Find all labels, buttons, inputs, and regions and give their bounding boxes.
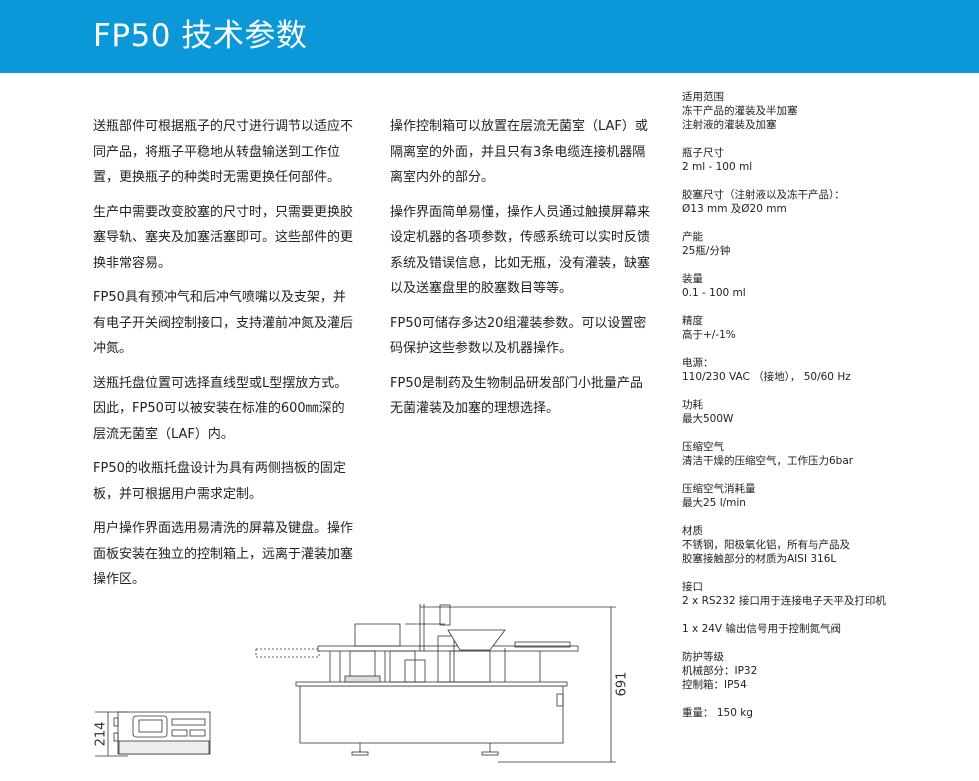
spec-label: 精度 bbox=[682, 315, 703, 327]
spec-item: 瓶子尺寸 2 ml - 100 ml bbox=[682, 146, 979, 174]
spec-value: 1 x 24V 输出信号用于控制氮气阀 bbox=[682, 623, 841, 635]
spec-value: 最大25 l/min bbox=[682, 497, 746, 509]
spec-label: 压缩空气消耗量 bbox=[682, 483, 756, 495]
page-title: FP50 技术参数 bbox=[93, 18, 308, 54]
spec-value: 高于+/-1% bbox=[682, 329, 736, 341]
spec-value: 机械部分：IP32 bbox=[682, 665, 758, 677]
spec-label: 瓶子尺寸 bbox=[682, 147, 724, 159]
spec-value: 110/230 VAC （接地）， 50/60 Hz bbox=[682, 371, 851, 383]
spec-value: 2 x RS232 接口用于连接电子天平及打印机 bbox=[682, 595, 886, 607]
spec-label: 适用范围 bbox=[682, 91, 724, 103]
description-column-2: 操作控制箱可以放置在层流无菌室（LAF）或隔离室的外面，并且只有3条电缆连接机器… bbox=[390, 114, 652, 431]
spec-value: Ø13 mm 及Ø20 mm bbox=[682, 203, 787, 215]
header-bar: FP50 技术参数 bbox=[0, 0, 979, 73]
spec-item: 功耗最大500W bbox=[682, 398, 979, 426]
paragraph: 操作界面简单易懂，操作人员通过触摸屏幕来设定机器的各项参数，传感系统可以实时反馈… bbox=[390, 204, 651, 297]
spec-item: 产能 25瓶/分钟 bbox=[682, 230, 979, 258]
spec-label: 材质 bbox=[682, 525, 703, 537]
spec-value: 胶塞接触部分的材质为AISI 316L bbox=[682, 553, 837, 565]
spec-value: 不锈钢，阳极氧化铝，所有与产品及 bbox=[682, 539, 850, 551]
spec-label: 接口 bbox=[682, 581, 703, 593]
spec-value: 2 ml - 100 ml bbox=[682, 161, 753, 173]
spec-value: 25瓶/分钟 bbox=[682, 245, 731, 257]
paragraph: 送瓶托盘位置可选择直线型或L型摆放方式。因此，FP50可以被安装在标准的600㎜… bbox=[93, 375, 348, 442]
filling-machine-drawing bbox=[255, 604, 616, 763]
spec-list: 适用范围冻干产品的灌装及半加塞注射液的灌装及加塞瓶子尺寸 2 ml - 100 m… bbox=[682, 90, 979, 734]
spec-item: 适用范围冻干产品的灌装及半加塞注射液的灌装及加塞 bbox=[682, 90, 979, 132]
description-column-1: 送瓶部件可根据瓶子的尺寸进行调节以适应不同产品，将瓶子平稳地从转盘输送到工作位置… bbox=[93, 114, 355, 602]
spec-label: 装量 bbox=[682, 273, 703, 285]
spec-item: 重量： 150 kg bbox=[682, 706, 979, 720]
paragraph: 送瓶部件可根据瓶子的尺寸进行调节以适应不同产品，将瓶子平稳地从转盘输送到工作位置… bbox=[93, 119, 354, 185]
paragraph: FP50可储存多达20组灌装参数。可以设置密码保护这些参数以及机器操作。 bbox=[390, 315, 647, 357]
spec-item: 精度高于+/-1% bbox=[682, 314, 979, 342]
paragraph: FP50的收瓶托盘设计为具有两侧挡板的固定板，并可根据用户需求定制。 bbox=[93, 461, 346, 502]
control-box-drawing bbox=[95, 711, 211, 757]
paragraph: 用户操作界面选用易清洗的屏幕及键盘。操作面板安装在独立的控制箱上，远离于灌装加塞… bbox=[93, 521, 354, 587]
paragraph: 操作控制箱可以放置在层流无菌室（LAF）或隔离室的外面，并且只有3条电缆连接机器… bbox=[390, 119, 648, 185]
spec-label: 压缩空气 bbox=[682, 441, 724, 453]
paragraph: FP50是制药及生物制品研发部门小批量产品无菌灌装及加塞的理想选择。 bbox=[390, 375, 643, 417]
spec-item: 接口 2 x RS232 接口用于连接电子天平及打印机 bbox=[682, 580, 979, 608]
spec-item: 防护等级机械部分：IP32 控制箱：IP54 bbox=[682, 650, 979, 692]
spec-value: 冻干产品的灌装及半加塞 bbox=[682, 105, 798, 117]
spec-value: 最大500W bbox=[682, 413, 734, 425]
spec-item: 装量 0.1 - 100 ml bbox=[682, 272, 979, 300]
spec-item: 电源： 110/230 VAC （接地）， 50/60 Hz bbox=[682, 356, 979, 384]
spec-label: 产能 bbox=[682, 231, 703, 243]
spec-item: 胶塞尺寸（注射液以及冻干产品）： Ø13 mm 及Ø20 mm bbox=[682, 188, 979, 216]
spec-value: 重量： 150 kg bbox=[682, 707, 753, 719]
spec-label: 功耗 bbox=[682, 399, 703, 411]
spec-item: 1 x 24V 输出信号用于控制氮气阀 bbox=[682, 622, 979, 636]
spec-item: 材质不锈钢，阳极氧化铝，所有与产品及胶塞接触部分的材质为AISI 316L bbox=[682, 524, 979, 566]
dimension-label-control-box: 214 bbox=[94, 722, 109, 747]
paragraph: 生产中需要改变胶塞的尺寸时，只需要更换胶塞导轨、塞夹及加塞活塞即可。这些部件的更… bbox=[93, 204, 354, 271]
spec-value: 0.1 - 100 ml bbox=[682, 287, 746, 299]
dimension-label-machine: 691 bbox=[615, 672, 630, 697]
spec-value: 注射液的灌装及加塞 bbox=[682, 119, 777, 131]
spec-item: 压缩空气消耗量最大25 l/min bbox=[682, 482, 979, 510]
spec-item: 压缩空气清洁干燥的压缩空气，工作压力6bar bbox=[682, 440, 979, 468]
spec-label: 电源： bbox=[682, 357, 714, 369]
spec-label: 胶塞尺寸（注射液以及冻干产品）： bbox=[682, 189, 845, 201]
spec-label: 防护等级 bbox=[682, 651, 724, 663]
spec-value: 清洁干燥的压缩空气，工作压力6bar bbox=[682, 455, 854, 467]
spec-value: 控制箱：IP54 bbox=[682, 679, 747, 691]
paragraph: FP50具有预冲气和后冲气喷嘴以及支架，并有电子开关阀控制接口，支持灌前冲氮及灌… bbox=[93, 290, 354, 356]
machine-technical-drawing: 214 691 bbox=[94, 604, 630, 763]
